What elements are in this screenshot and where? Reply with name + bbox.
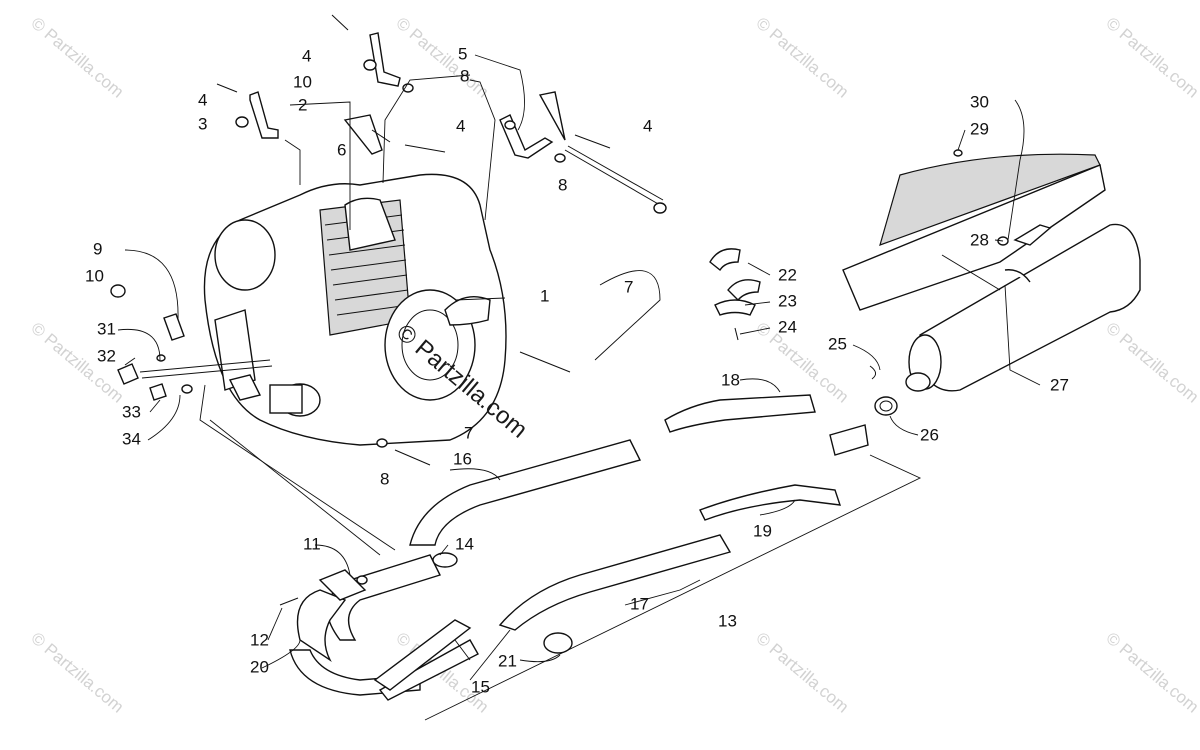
callout-10b: 10	[85, 266, 104, 285]
callout-22: 22	[778, 265, 797, 284]
callout-4d: 4	[643, 116, 652, 135]
callout-30: 30	[970, 92, 989, 111]
callout-18: 18	[721, 370, 740, 389]
muffler-assembly	[842, 149, 1141, 416]
engine-assembly	[203, 173, 507, 446]
clamp-hardware	[709, 248, 761, 341]
callout-14: 14	[455, 534, 474, 553]
callout-26: 26	[920, 425, 939, 444]
sensor-parts	[110, 284, 273, 401]
callout-33: 33	[122, 402, 141, 421]
callout-8a: 8	[460, 66, 469, 85]
callout-21: 21	[498, 651, 517, 670]
watermark-bl: © Partzilla.com	[27, 629, 127, 717]
callout-31: 31	[97, 319, 116, 338]
watermark-mc: © Partzilla.com	[752, 319, 852, 407]
callout-5: 5	[458, 44, 467, 63]
callout-17: 17	[630, 594, 649, 613]
callout-34: 34	[122, 429, 141, 448]
callout-labels: 1 2 3 4 4 4 4 5 6 7 7 8 8 8 9 10 10 11 1…	[85, 44, 1069, 696]
watermark-br: © Partzilla.com	[1102, 629, 1200, 717]
callout-4a: 4	[302, 46, 311, 65]
watermark-bc2: © Partzilla.com	[752, 629, 852, 717]
callout-6: 6	[337, 140, 346, 159]
leader-lines	[117, 54, 1041, 721]
callout-12: 12	[250, 630, 269, 649]
callout-27: 27	[1050, 375, 1069, 394]
callout-7a: 7	[624, 277, 633, 296]
exhaust-pipes	[279, 394, 869, 701]
callout-10a: 10	[293, 72, 312, 91]
callout-8c: 8	[380, 469, 389, 488]
callout-9: 9	[93, 239, 102, 258]
watermark-tl: © Partzilla.com	[27, 14, 127, 102]
watermark-mr: © Partzilla.com	[1102, 319, 1200, 407]
watermark-tr: © Partzilla.com	[1102, 14, 1200, 102]
watermark-tc2: © Partzilla.com	[752, 14, 852, 102]
callout-4c: 4	[456, 116, 465, 135]
callout-20: 20	[250, 657, 269, 676]
callout-4b: 4	[198, 90, 207, 109]
callout-8b: 8	[558, 175, 567, 194]
callout-1: 1	[540, 286, 549, 305]
callout-11: 11	[303, 534, 321, 553]
callout-28: 28	[970, 230, 989, 249]
callout-15: 15	[471, 677, 490, 696]
callout-2: 2	[298, 95, 307, 114]
callout-23: 23	[778, 291, 797, 310]
engine-brackets	[216, 14, 667, 466]
callout-24: 24	[778, 317, 797, 336]
callout-29: 29	[970, 119, 989, 138]
callout-7b: 7	[464, 423, 473, 442]
callout-16: 16	[453, 449, 472, 468]
callout-3: 3	[198, 114, 207, 133]
callout-13: 13	[718, 611, 737, 630]
callout-25: 25	[828, 334, 847, 353]
callout-32: 32	[97, 346, 116, 365]
callout-19: 19	[753, 521, 772, 540]
